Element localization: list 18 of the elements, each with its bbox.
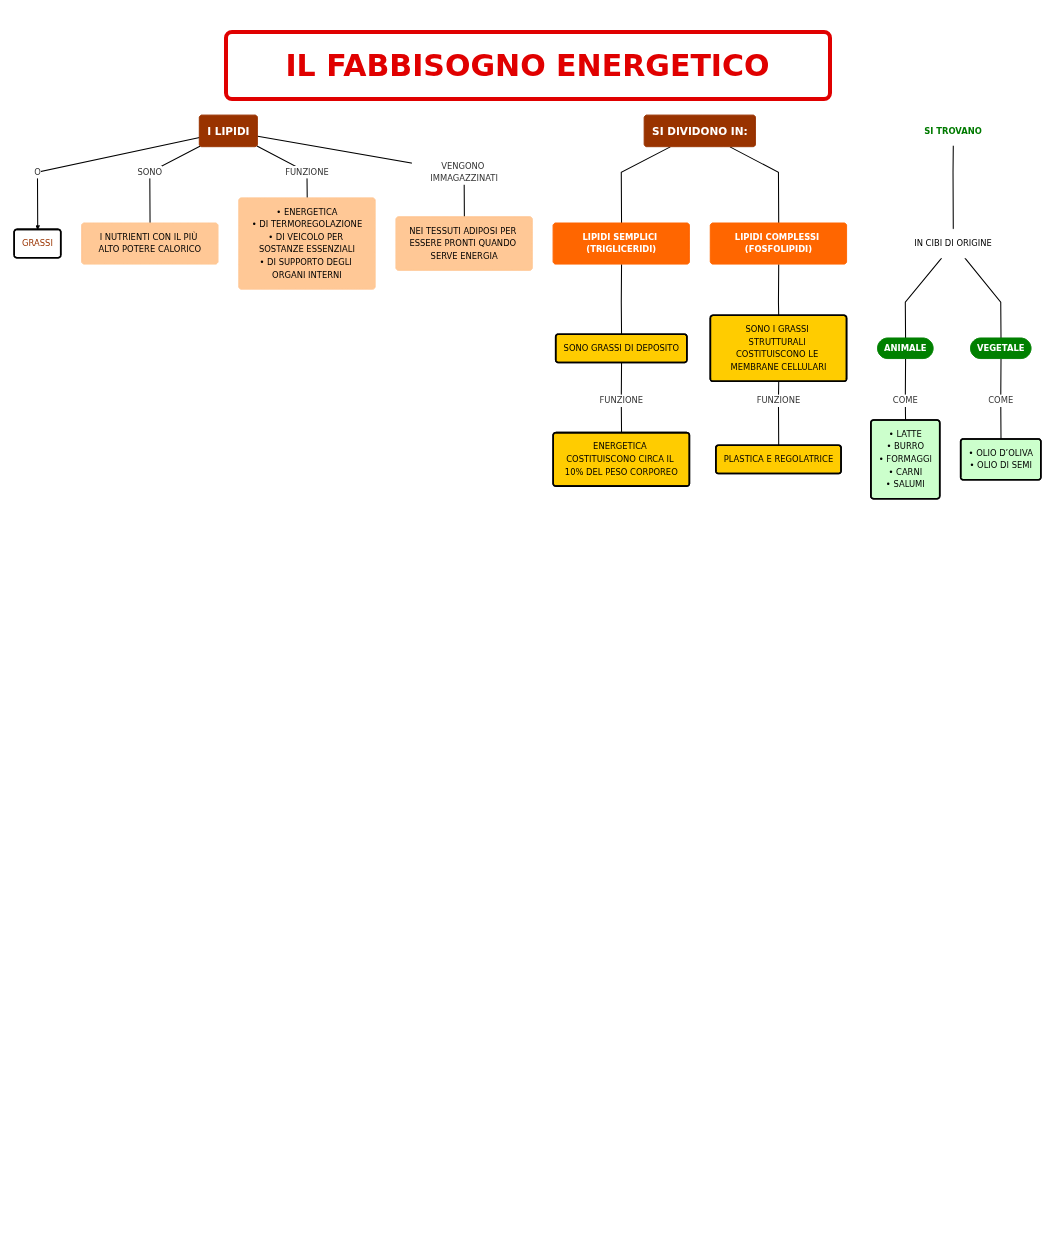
connector (620, 263, 623, 335)
connector (777, 263, 780, 317)
edge-label: VENGONO IMMAGAZZINATI (430, 160, 498, 184)
node-text: SI TROVANO (924, 125, 982, 136)
connector (952, 144, 954, 231)
edge-label: COME (892, 395, 918, 406)
title-box: IL FABBISOGNO ENERGETICO (223, 30, 832, 101)
node-text: IN CIBI DI ORIGINE (914, 238, 992, 249)
edge-label: SONO (137, 167, 163, 178)
edge-label: O (34, 167, 41, 178)
connector (729, 146, 780, 224)
connector (620, 146, 671, 224)
connector (964, 257, 1002, 339)
connector (904, 257, 943, 339)
edge-label: COME (988, 395, 1014, 406)
edge-label: FUNZIONE (756, 395, 801, 406)
edge-label: FUNZIONE (285, 167, 329, 178)
edge-label: FUNZIONE (599, 395, 644, 406)
